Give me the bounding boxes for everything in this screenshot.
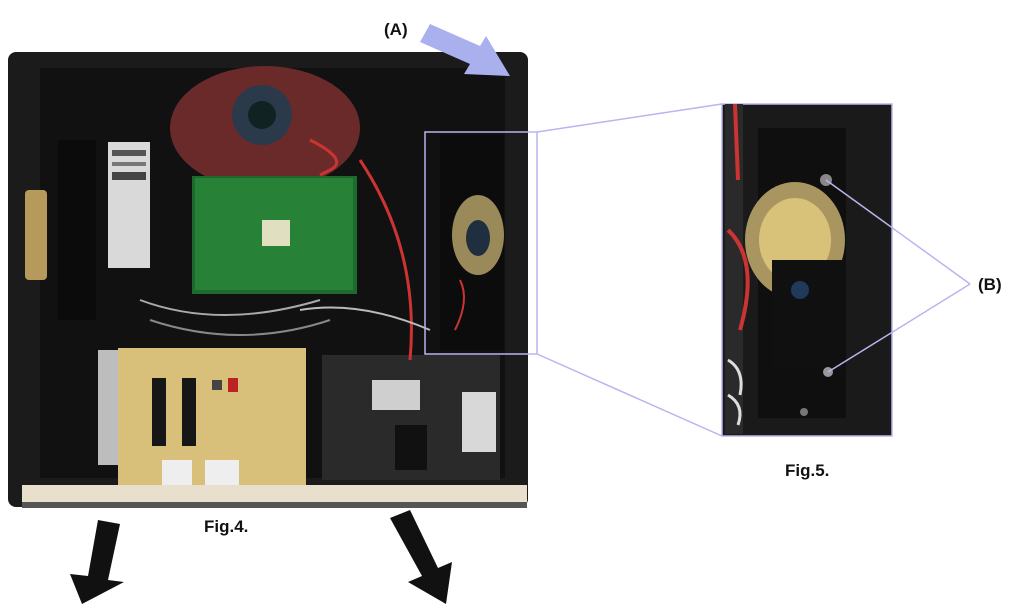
figure-5-caption: Fig.5.: [785, 461, 830, 480]
callout-b-label: (B): [978, 275, 1002, 294]
arrow-down-left-icon: [70, 520, 124, 604]
callout-a-label: (A): [384, 20, 408, 39]
callout-line-top: [536, 103, 723, 133]
arrow-a-icon: [420, 24, 510, 76]
tv-rear-photo: [8, 52, 528, 508]
figure-4-caption: Fig.4.: [204, 517, 249, 536]
detail-callout-box: [424, 131, 538, 355]
callout-line-bottom: [536, 353, 723, 437]
arrow-down-right-icon: [390, 510, 452, 604]
pointer-line-b-upper: [825, 179, 971, 285]
pointer-line-b-lower: [827, 283, 971, 373]
detail-photo: [721, 103, 893, 437]
